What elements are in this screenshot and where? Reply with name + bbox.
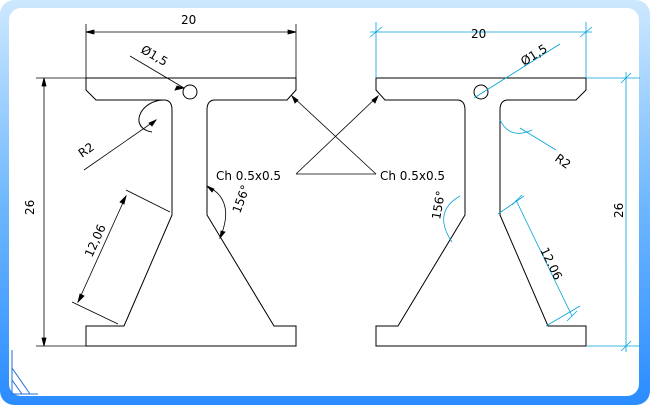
- left-height-label: 26: [23, 200, 37, 215]
- right-height-label: 26: [612, 203, 626, 218]
- right-slant-label: 12.06: [537, 245, 565, 282]
- left-slant-label: 12,06: [82, 222, 109, 259]
- right-chamfer-note: Ch 0.5x0.5: [380, 169, 445, 183]
- left-chamfer-note: Ch 0.5x0.5: [216, 169, 281, 183]
- ucs-icon: [11, 350, 38, 395]
- right-part-outline[interactable]: [375, 77, 587, 347]
- right-angle-label: 156°: [429, 190, 448, 221]
- left-hole-label: Ø1,5: [139, 42, 171, 68]
- left-radius-label: R2: [76, 140, 97, 161]
- left-width-label: 20: [181, 13, 196, 27]
- right-dimensions: [369, 22, 640, 352]
- left-angle-label: 156°: [230, 183, 253, 215]
- chamfer-leaders: [291, 94, 379, 175]
- left-part-outline[interactable]: [85, 77, 297, 347]
- right-radius-label: R2: [552, 151, 573, 172]
- left-dimensions: [36, 24, 297, 347]
- right-hole-label: Ø1,5: [518, 42, 550, 69]
- drawing-canvas[interactable]: [9, 8, 639, 396]
- right-width-label: 20: [471, 27, 486, 41]
